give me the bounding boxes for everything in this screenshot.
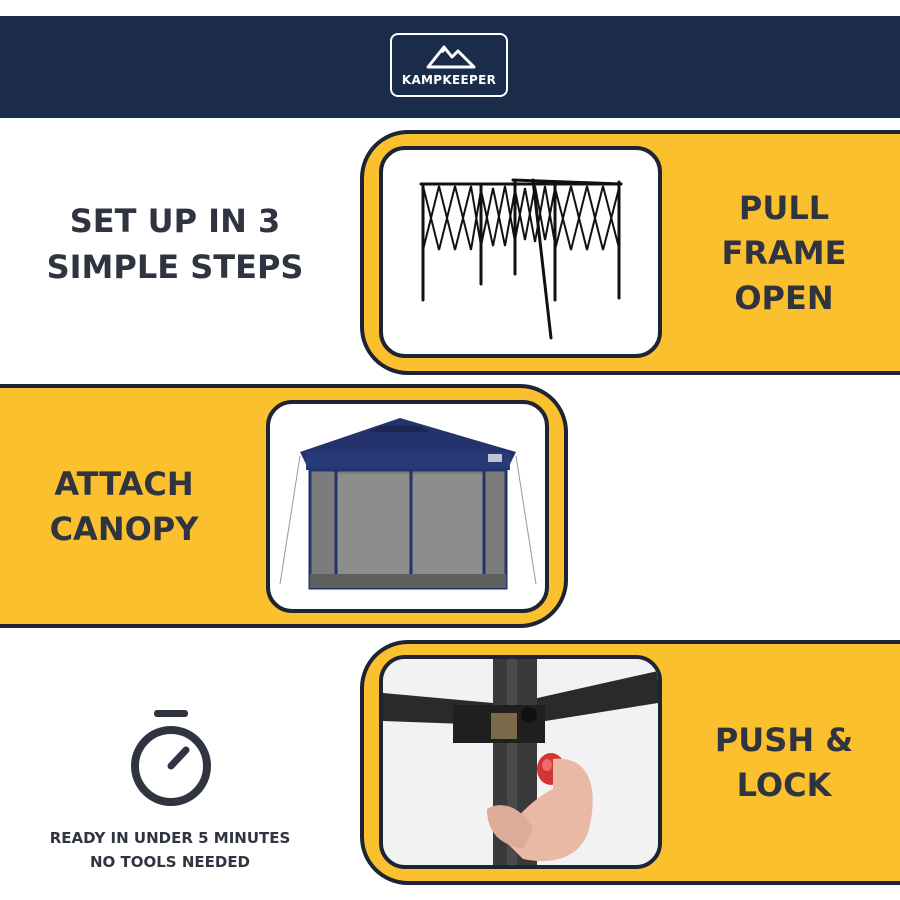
step-3-photo	[379, 655, 662, 869]
canopy-tent-image	[279, 418, 537, 590]
mountain-icon	[426, 45, 476, 69]
step-3-label: PUSH & LOCK	[684, 718, 884, 808]
label-line: PULL	[738, 189, 830, 227]
step-2-label: ATTACH CANOPY	[24, 462, 224, 552]
title-line: SET UP IN 3	[69, 202, 281, 240]
label-line: PUSH &	[714, 721, 854, 759]
label-line: OPEN	[734, 279, 834, 317]
step-1-photo	[379, 146, 662, 358]
brand-header: KAMPKEEPER	[0, 0, 900, 118]
step-1-label: PULL FRAME OPEN	[684, 186, 884, 321]
stopwatch-icon	[131, 710, 211, 806]
label-line: LOCK	[736, 766, 832, 804]
brand-name: KAMPKEEPER	[401, 73, 497, 87]
brand-logo: KAMPKEEPER	[390, 33, 508, 97]
title-line: SIMPLE STEPS	[46, 248, 304, 286]
tools-line: NO TOOLS NEEDED	[89, 853, 251, 871]
lock-button-image	[383, 659, 658, 865]
page-title: SET UP IN 3 SIMPLE STEPS	[40, 198, 310, 290]
label-line: FRAME	[721, 234, 847, 272]
label-line: ATTACH	[54, 465, 194, 503]
ready-line: READY IN UNDER 5 MINUTES	[49, 829, 291, 847]
step-2-photo	[266, 400, 549, 613]
ready-note: READY IN UNDER 5 MINUTES NO TOOLS NEEDED	[20, 826, 320, 874]
collapsed-frame-image	[419, 178, 623, 340]
label-line: CANOPY	[49, 510, 199, 548]
